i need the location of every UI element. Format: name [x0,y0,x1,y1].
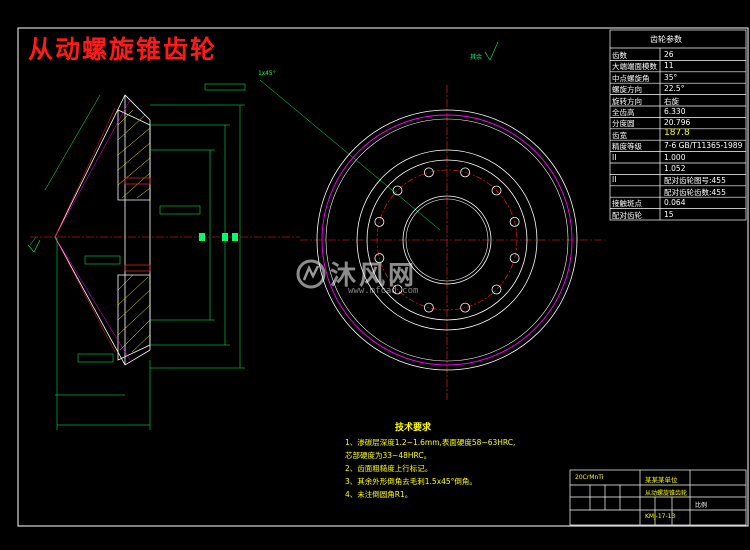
front-view [300,85,605,400]
parameter-label: 接触斑点 [612,199,642,209]
tech-requirement-item: 芯部硬度为33~48HRC。 [345,451,432,460]
parameter-table-header: 齿轮参数 [650,35,682,44]
title-block-drawing-number: KMJ-17-13 [645,513,676,520]
drawing-title: 从动螺旋锥齿轮 [28,35,218,64]
surface-note: 其余 [470,54,483,61]
top-dimension-note: 1x45° [258,70,277,77]
parameter-label: 旋转方向 [612,96,642,106]
bolt-hole [491,185,502,196]
bolt-hole [491,284,502,295]
drawing-frame [17,27,749,527]
bolt-hole [374,253,385,264]
parameter-value: 配对齿轮齿数:455 [664,187,726,197]
parameter-label: 配对齿轮 [612,210,642,220]
parameter-value: 11 [664,61,674,71]
parameter-label: 中点螺旋角 [612,73,650,83]
parameter-value: 1.000 [664,152,686,162]
parameter-value: 22.5° [664,84,685,94]
watermark-brand: 沐风网 [330,261,418,291]
parameter-label: 大端端面模数 [612,62,657,72]
parameter-value: 配对齿轮图号:455 [664,176,726,186]
bolt-hole [423,167,434,178]
parameter-label: II [612,152,617,162]
parameter-value: 26 [664,50,674,59]
parameter-value: 15 [664,209,674,219]
title-block-scale-label: 比例 [695,502,708,509]
parameter-value: 1.052 [664,164,686,173]
parameter-value: 7-6 GB/T11365-1989 [664,141,743,151]
parameter-label: 精度等级 [612,142,642,152]
bolt-hole [460,302,471,313]
parameter-label: II [612,175,617,185]
parameter-label: 分度圆 [612,119,635,129]
bolt-hole [460,167,471,178]
parameter-value: 35° [664,72,678,82]
bolt-hole [392,185,403,196]
bolt-hole [423,302,434,313]
bolt-hole [509,216,520,227]
watermark-logo [296,259,326,289]
bolt-holes [374,167,520,313]
tech-requirement-item: 2、齿面粗糙度上行标记。 [345,464,433,473]
parameter-value: 0.064 [664,198,686,208]
tech-requirement-item: 4、未注倒圆角R1。 [345,490,413,499]
tech-requirement-item: 3、其余外形倒角去毛刺1.5x45°倒角。 [345,477,477,486]
surface-finish-symbol [27,41,499,253]
tech-requirements-title: 技术要求 [395,423,432,433]
parameter-value: 20.796 [664,118,691,128]
title-block-grid [569,469,747,526]
section-view [29,79,441,430]
parameter-label: 齿宽 [612,130,627,140]
parameter-label: 螺旋方向 [612,85,642,95]
parameter-table-grid [609,29,747,221]
title-block-material: 20CrMnTi [575,474,604,481]
watermark-url: www.mfcad.com [348,286,419,296]
parameter-value: 6.330 [664,107,686,116]
parameter-value: 187.8 [664,127,690,138]
tech-requirement-item: 1、渗碳层深度1.2~1.6mm,表面硬度58~63HRC, [345,438,516,447]
bolt-hole [509,253,520,264]
parameter-label: 全齿高 [612,108,635,117]
bolt-hole [374,216,385,227]
title-block-company: 某某某单位 [645,476,678,484]
bolt-hole [392,284,403,295]
parameter-value: 右旋 [664,96,679,106]
title-block-drawing-name: 从动螺旋锥齿轮 [645,490,688,497]
parameter-label: 齿数 [612,51,627,60]
